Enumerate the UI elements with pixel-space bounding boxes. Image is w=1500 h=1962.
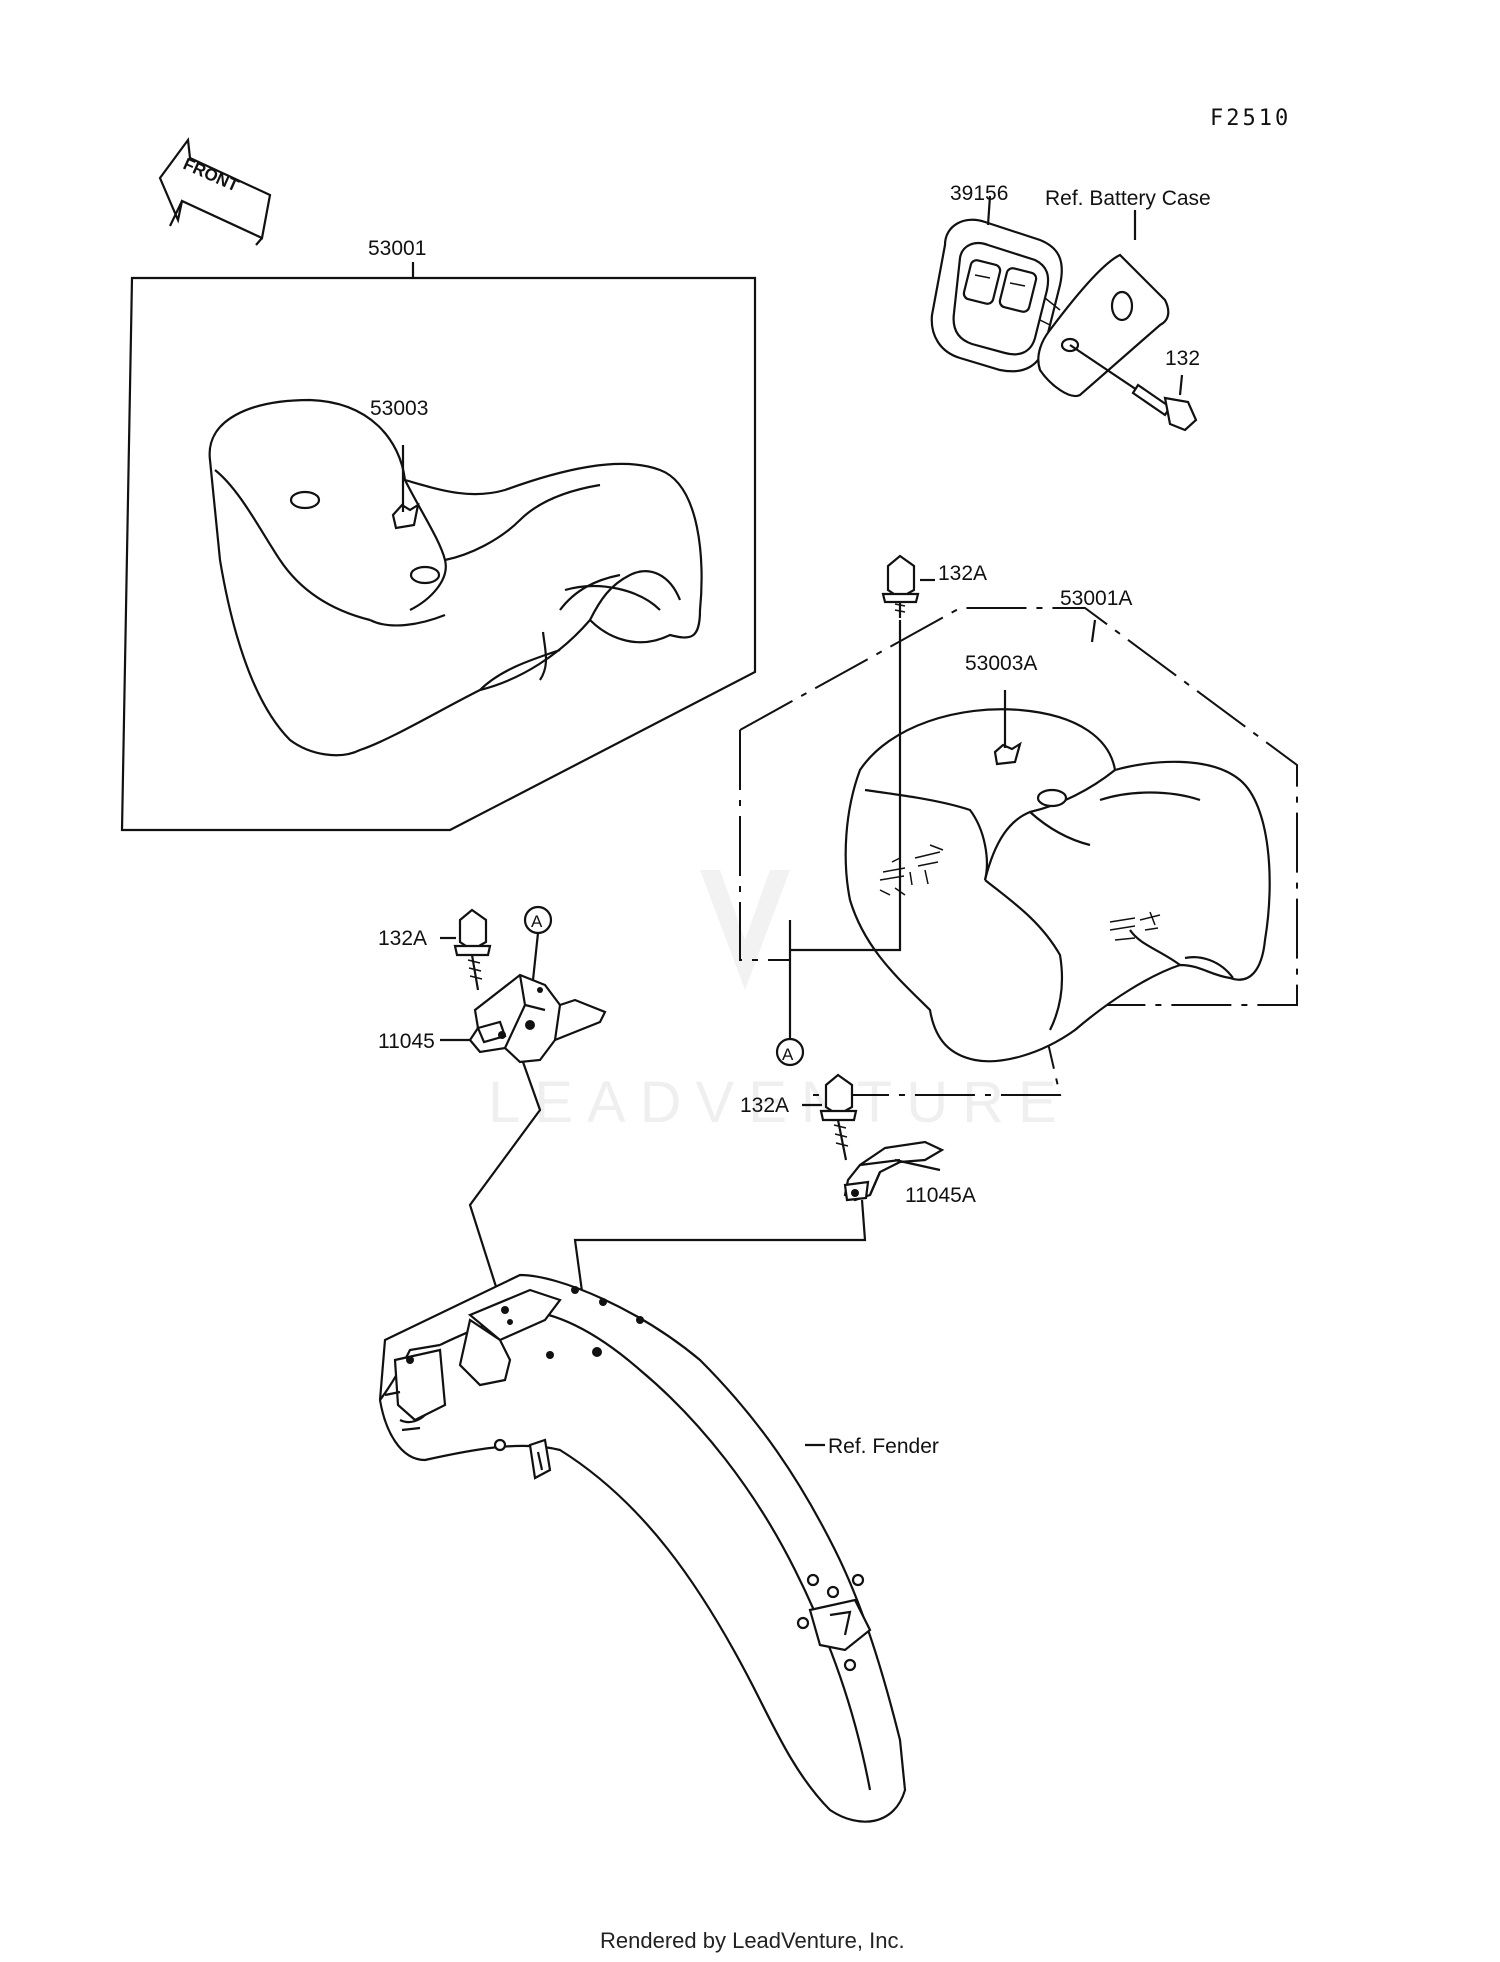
leader-132a-to-a xyxy=(788,620,902,1000)
callout-53001a: 53001A xyxy=(1060,587,1132,610)
seat-illustration-a xyxy=(844,690,1271,1063)
watermark: LEADVENTURE xyxy=(488,870,1071,1135)
callout-11045: 11045 xyxy=(378,1030,435,1053)
bolt-132 xyxy=(1069,344,1198,432)
seat-underside-hatching xyxy=(879,844,1161,941)
callout-39156: 39156 xyxy=(950,182,1008,205)
marker-a-upper-label: A xyxy=(531,912,543,931)
bracket-11045a xyxy=(843,1140,945,1202)
seat-illustration xyxy=(208,398,703,757)
footer-credit: Rendered by LeadVenture, Inc. xyxy=(600,1928,905,1953)
bolt-132a-left xyxy=(440,908,492,991)
ref-battery-case: Ref. Battery Case xyxy=(1045,187,1211,210)
callout-53003: 53003 xyxy=(370,397,428,420)
battery-cover-39156 xyxy=(930,195,1063,373)
figure-code: F2510 xyxy=(1210,106,1291,131)
marker-a-upper: A xyxy=(523,905,553,981)
seat-assembly-box-a xyxy=(739,607,1298,1096)
marker-a-lower-label: A xyxy=(782,1045,794,1064)
callout-132: 132 xyxy=(1165,347,1200,370)
marker-a-lower: A xyxy=(775,1037,805,1067)
callout-132a-right: 132A xyxy=(740,1094,789,1117)
battery-case-ref xyxy=(1037,210,1170,398)
bolt-132a-top xyxy=(881,554,935,618)
front-arrow-icon: FRONT xyxy=(158,137,272,246)
callout-132a-top: 132A xyxy=(938,562,987,585)
bracket-11045 xyxy=(440,973,607,1064)
callout-53001: 53001 xyxy=(368,237,426,260)
fender-illustration xyxy=(378,1273,907,1823)
callout-53003a: 53003A xyxy=(965,652,1037,675)
seat-assembly-box xyxy=(120,262,757,832)
leader-11045-to-fender xyxy=(468,1061,542,1316)
callout-132a-left: 132A xyxy=(378,927,427,950)
watermark-text: LEADVENTURE xyxy=(488,1070,1071,1135)
ref-fender: Ref. Fender xyxy=(828,1435,939,1458)
callout-11045a: 11045A xyxy=(905,1184,976,1207)
bolt-132a-right xyxy=(802,1073,858,1161)
